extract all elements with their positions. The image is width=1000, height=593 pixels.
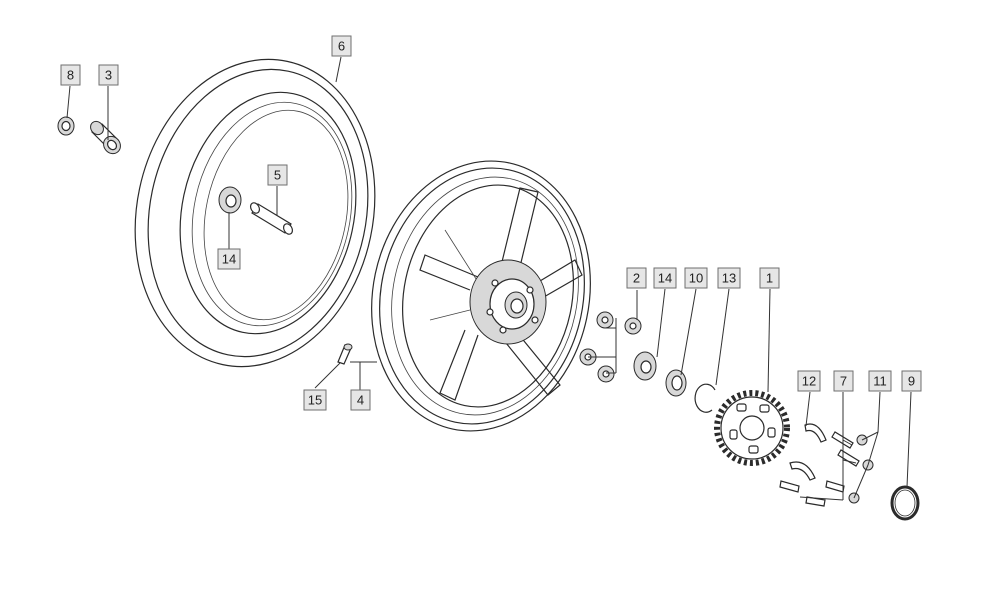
callout-9: 9	[901, 370, 922, 392]
callout-7: 7	[833, 370, 854, 392]
callout-7-text: 7	[840, 374, 847, 389]
callout-1-text: 1	[766, 271, 773, 286]
callout-1: 1	[759, 267, 780, 289]
callout-8: 8	[60, 64, 81, 86]
callout-4-text: 4	[357, 393, 364, 408]
nut-set-part	[848, 434, 874, 504]
callout-8-text: 8	[67, 68, 74, 83]
leader-lines	[66, 56, 912, 501]
callout-3: 3	[98, 64, 119, 86]
bearing-left-part	[218, 186, 242, 214]
bearing-right-part	[633, 351, 657, 381]
callout-14-right-text: 14	[658, 271, 672, 286]
callout-11-text: 11	[873, 374, 887, 389]
callout-14-left-text: 14	[222, 252, 236, 267]
callout-2: 2	[626, 267, 647, 289]
callout-15: 15	[303, 389, 327, 411]
callout-4: 4	[350, 389, 371, 411]
callout-14-right: 14	[653, 267, 677, 289]
callout-11: 11	[868, 370, 892, 392]
oil-seal-part	[665, 369, 687, 397]
callout-6: 6	[331, 35, 352, 57]
callout-2-text: 2	[633, 271, 640, 286]
damper-set-part	[579, 311, 642, 383]
callout-14-left: 14	[217, 248, 241, 270]
callout-13: 13	[717, 267, 741, 289]
callout-15-text: 15	[308, 393, 322, 408]
sprocket-part	[714, 390, 790, 466]
callout-13-text: 13	[722, 271, 736, 286]
lock-plate-part	[789, 423, 827, 481]
callout-9-text: 9	[908, 374, 915, 389]
callout-3-text: 3	[105, 68, 112, 83]
callout-5-text: 5	[274, 168, 281, 183]
callout-12-text: 12	[802, 374, 816, 389]
spacer-sleeve-part	[90, 120, 121, 155]
axle-spacer-part	[249, 202, 294, 235]
nut-part	[57, 116, 75, 136]
circlip-part	[694, 383, 716, 413]
callout-6-text: 6	[338, 39, 345, 54]
callout-12: 12	[797, 370, 821, 392]
ring-part	[890, 485, 920, 521]
valve-part	[337, 343, 353, 365]
callout-10-text: 10	[689, 271, 703, 286]
tire-part	[134, 58, 376, 368]
callout-10: 10	[684, 267, 708, 289]
wheel-rim-part	[371, 160, 591, 432]
callout-5: 5	[267, 164, 288, 186]
